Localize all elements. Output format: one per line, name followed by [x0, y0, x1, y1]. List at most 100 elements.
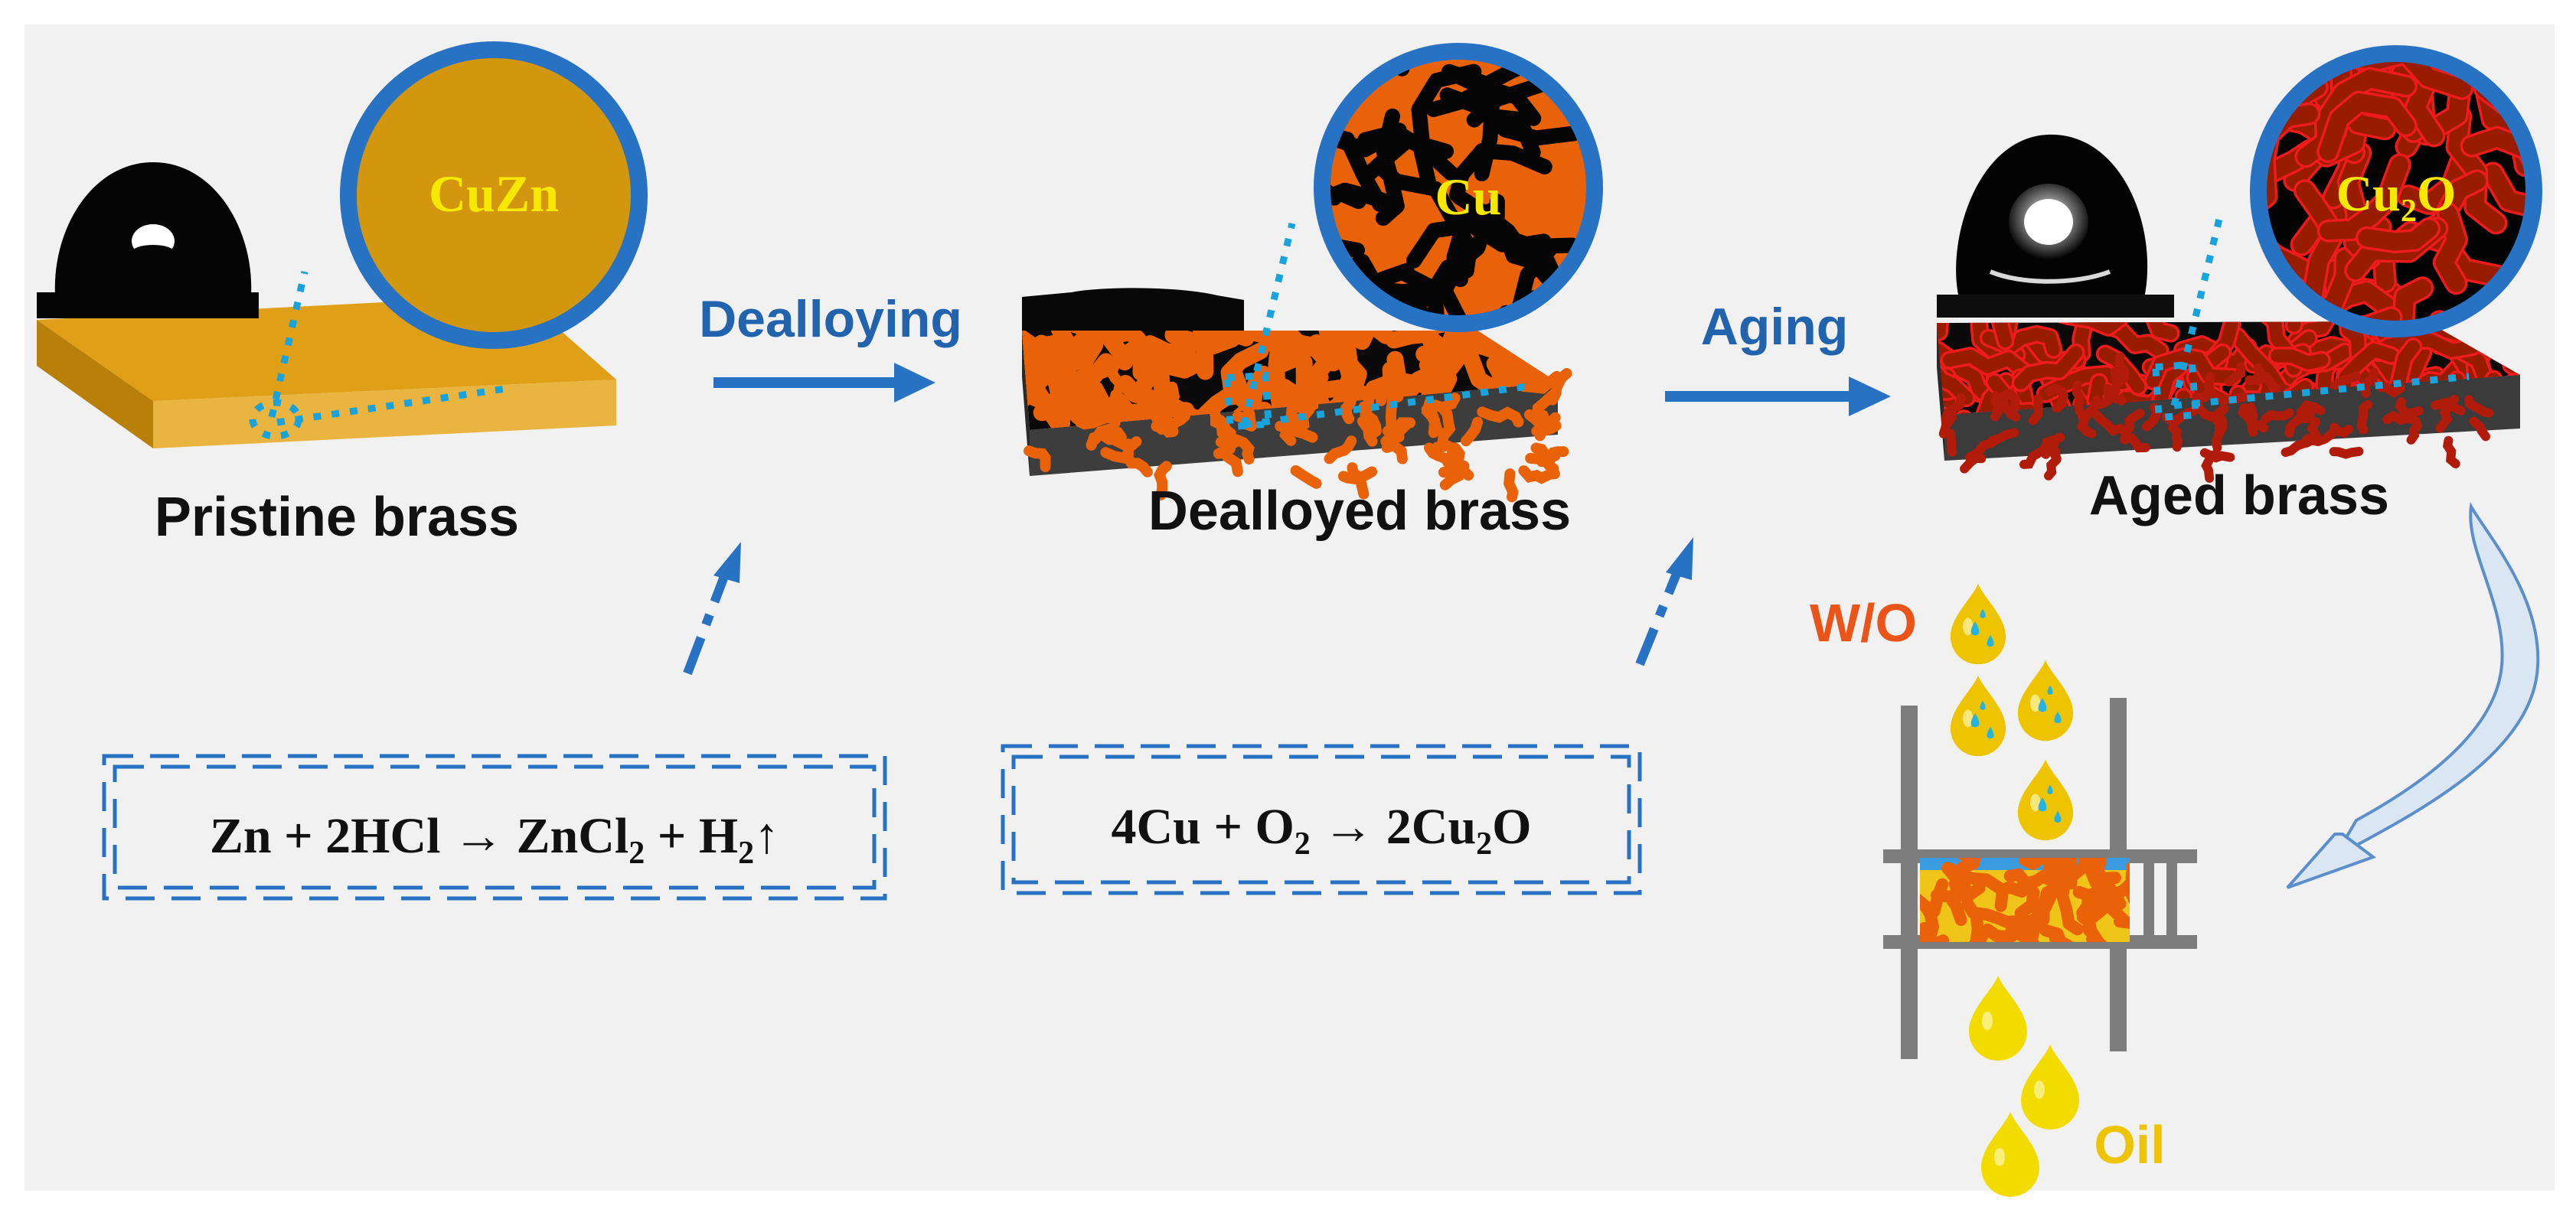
pore-strand — [1942, 349, 2030, 378]
pore-strand — [1075, 406, 1110, 430]
cuzn-magnified-circle — [340, 41, 648, 349]
pore-strand — [2443, 435, 2460, 469]
cu2o-label-subscript: 2 — [2401, 194, 2417, 229]
pore-strand — [1449, 142, 1552, 203]
pore-strand — [1518, 465, 1560, 484]
pore-strand — [1154, 461, 1172, 500]
pore-strand — [1095, 331, 1151, 381]
pore-strand — [1530, 442, 1561, 463]
pore-strand — [2224, 362, 2246, 387]
pore-strand — [2252, 372, 2281, 393]
pore-strand — [2048, 432, 2065, 464]
flattened-droplet-icon — [1022, 288, 1244, 331]
dealloying-equation-subscript-a: 2 — [628, 836, 645, 871]
pore-strand — [1108, 394, 1123, 429]
pore-strand — [2356, 400, 2372, 435]
dealloying-label: Dealloying — [699, 290, 962, 348]
pore-strand — [1121, 450, 1153, 477]
curved-arrow-icon — [2286, 501, 2540, 889]
dotted-arrow-icon — [1635, 537, 1693, 667]
wo-emulsion-drop-icon — [1950, 675, 2006, 757]
pore-strand — [2464, 395, 2494, 418]
pore-strand — [1050, 331, 1079, 357]
pore-strand — [1421, 397, 1443, 436]
pore-strand — [2019, 443, 2052, 469]
pore-strand — [1054, 331, 1134, 371]
pore-strand — [1439, 87, 1582, 146]
aging-equation-subscript-b: 2 — [1476, 826, 1492, 862]
dealloying-equation-part-a: Zn + 2HCl → ZnCl — [210, 808, 628, 864]
oil-drops — [1969, 976, 2079, 1197]
pore-strand — [1100, 438, 1135, 464]
pore-strand — [2330, 371, 2362, 390]
pore-strand — [1941, 393, 1966, 426]
pore-strand — [1531, 386, 1562, 430]
pore-strand — [1928, 878, 1949, 918]
pore-strand — [1357, 416, 1378, 447]
dealloyed-brass-stage — [1022, 43, 1603, 503]
pore-strand — [2120, 409, 2145, 445]
pore-strand — [1994, 881, 2029, 912]
aging-equation-part-c: O — [1492, 799, 1531, 855]
pore-strand — [2072, 380, 2086, 416]
dealloying-equation: Zn + 2HCl → ZnCl2 + H2↑ — [210, 808, 779, 871]
pore-strand — [2261, 408, 2294, 424]
pore-strand — [2003, 868, 2040, 920]
cuzn-label: CuZn — [429, 165, 559, 223]
pore-strand — [2211, 415, 2228, 452]
pore-strand — [2199, 448, 2235, 463]
pore-strand — [2127, 433, 2150, 453]
pore-strand — [1022, 334, 1066, 372]
pore-strand — [1518, 370, 1562, 394]
pore-strand — [1330, 331, 1367, 402]
pore-strand — [2330, 422, 2353, 438]
pore-strand — [1101, 357, 1127, 395]
dealloying-equation-subscript-b: 2 — [738, 836, 754, 871]
pore-strand — [1214, 414, 1236, 448]
pore-strand — [2192, 372, 2216, 403]
water-droplet-icon — [1937, 134, 2174, 318]
pore-strand — [1024, 445, 1051, 472]
oil-output-label: Oil — [2094, 1115, 2165, 1175]
cu2o-label-main: Cu — [2336, 166, 2401, 222]
pore-strand — [1948, 878, 1986, 903]
equation-box-aging — [1001, 744, 1642, 895]
dealloyed-plate — [1022, 331, 1572, 503]
pore-strand — [2435, 394, 2459, 433]
pore-strand — [1396, 265, 1446, 324]
wo-feed-label: W/O — [1810, 593, 1917, 653]
pore-strand — [2296, 400, 2326, 418]
pore-strand — [2046, 321, 2127, 334]
pore-strand — [2395, 397, 2424, 419]
aging-equation-part-a: 4Cu + O — [1111, 799, 1294, 855]
pore-strand — [1229, 433, 1255, 464]
pristine-brass-caption: Pristine brass — [155, 487, 519, 548]
pore-strand — [2147, 321, 2177, 340]
zoom-guide-lines — [1223, 222, 1528, 431]
aged-brass-stage — [1937, 45, 2542, 483]
pore-strand — [1970, 914, 1984, 942]
cu2o-label-tail: O — [2417, 166, 2456, 222]
pore-strand — [2211, 391, 2249, 406]
pore-strand — [2013, 928, 2040, 942]
pore-strand — [1376, 384, 1404, 406]
pore-strand — [1340, 389, 1359, 425]
dotted-arrow-icon — [683, 542, 741, 676]
pore-strand — [2168, 422, 2183, 452]
pore-strand — [2192, 396, 2229, 423]
pore-strand — [1411, 64, 1482, 181]
pore-strand — [1294, 395, 1319, 415]
aging-equation-subscript-a: 2 — [1295, 826, 1311, 862]
emulsion-drops — [1950, 583, 2074, 841]
pore-strand — [1477, 406, 1524, 428]
pore-strand — [2081, 882, 2117, 937]
pore-strand — [1164, 331, 1255, 350]
left-frame-post — [1901, 706, 1918, 1059]
pore-strand — [2284, 409, 2316, 438]
pore-strand — [2360, 367, 2378, 398]
pore-strand — [1964, 435, 2000, 462]
pore-strand — [2399, 144, 2473, 213]
pore-strand — [2094, 386, 2114, 409]
clamp-side-bracket — [2166, 863, 2177, 937]
